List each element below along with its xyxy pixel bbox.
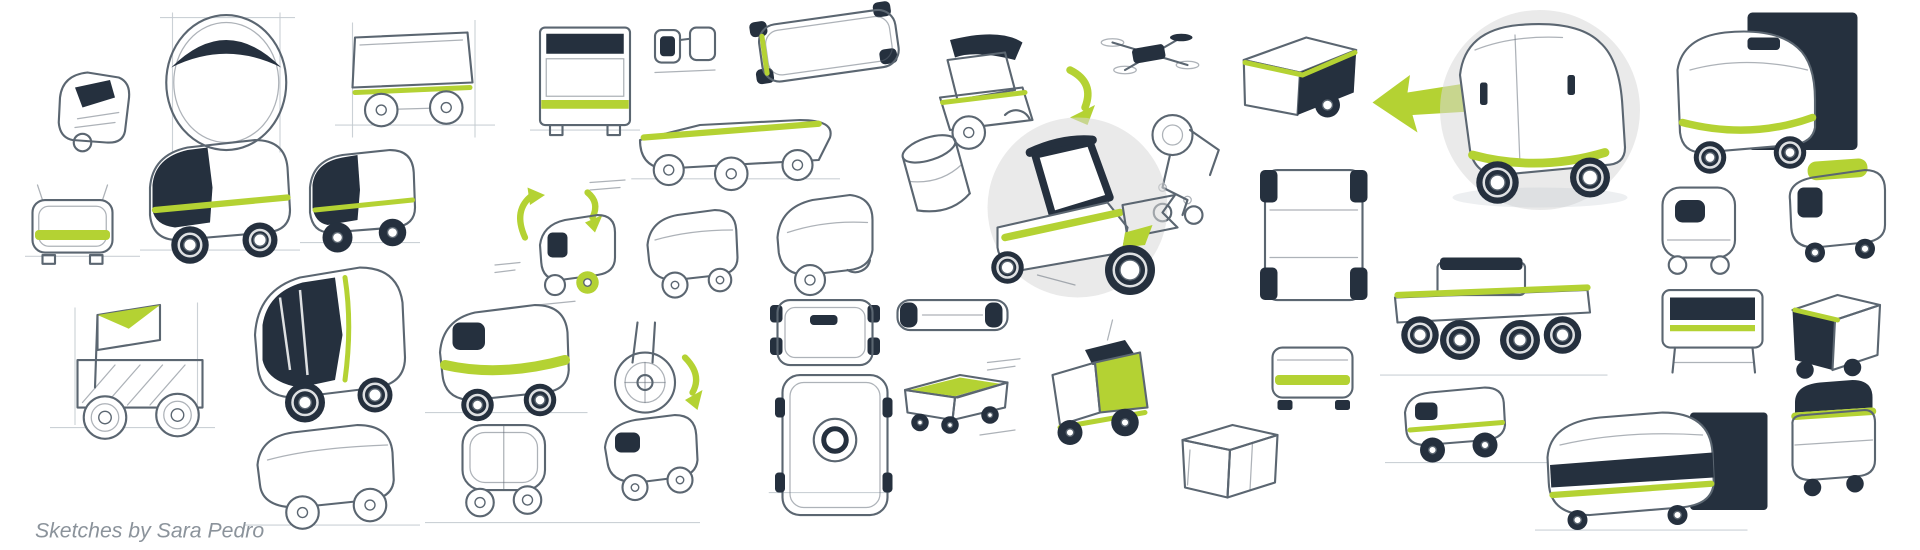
trailer-platform-sketch xyxy=(1393,257,1592,360)
oval-tank-front-sketch xyxy=(160,12,295,153)
stacked-drum-pod-sketch xyxy=(1791,380,1877,497)
small-three-quarter-pod-sketch xyxy=(603,413,699,502)
pod-on-dark-panel-sketch xyxy=(1676,12,1858,174)
green-lid-container-pod-sketch xyxy=(1788,158,1887,263)
goggle-detail-sketch xyxy=(653,26,717,74)
front-green-band-sketch xyxy=(1271,346,1354,410)
green-stripe-pod-sketch xyxy=(438,303,570,422)
mini-side-rover-sketch xyxy=(1403,386,1507,463)
flag-cart-sketch xyxy=(74,302,204,440)
hero-pod-highlight-sketch xyxy=(1440,10,1640,210)
low-rover-side-sketch xyxy=(638,118,832,192)
figure-front-sketch xyxy=(1661,186,1737,275)
small-front-rover-sketch xyxy=(31,184,114,265)
small-pod-side-sketch xyxy=(646,208,739,299)
annotated-mini-pod-sketch xyxy=(494,179,626,306)
green-harvester-sketch xyxy=(1051,319,1149,445)
hero-cab-highlight-sketch xyxy=(987,117,1179,298)
glossy-canopy-pod-sketch xyxy=(253,266,407,423)
trike-pod-sketch xyxy=(776,193,874,297)
barrel-sketch xyxy=(901,134,971,213)
dark-nose-pod-small-sketch xyxy=(308,148,417,253)
top-view-module-sketches xyxy=(770,298,1009,517)
drone-sketch xyxy=(1100,33,1200,75)
corner-container-sketch xyxy=(1791,293,1882,379)
front-two-wheel-sketch xyxy=(461,423,547,518)
pod-arrow-thumbnail-sketch xyxy=(57,71,131,153)
dark-nose-pod-side-sketch xyxy=(148,138,292,264)
top-view-rover-sketch xyxy=(749,1,900,85)
container-on-stand-sketch xyxy=(1661,288,1764,374)
mini-rover-top-sketch xyxy=(903,358,1021,436)
box-rover-three-quarter-sketch xyxy=(1242,36,1358,118)
wheel-detail-sketch xyxy=(613,321,703,414)
flatbed-cart-side-sketch xyxy=(351,20,476,138)
white-box-pod-sketch xyxy=(1181,423,1279,499)
cab-three-quarter-sketch xyxy=(938,34,1095,150)
big-side-pod-dark-panel-sketch xyxy=(1546,411,1768,530)
caption: Sketches by Sara Pedro xyxy=(35,519,264,543)
chassis-top-frame-sketch xyxy=(1260,168,1368,302)
rounded-cart-side-sketch xyxy=(256,423,395,530)
front-elevation-sketch xyxy=(538,26,632,137)
